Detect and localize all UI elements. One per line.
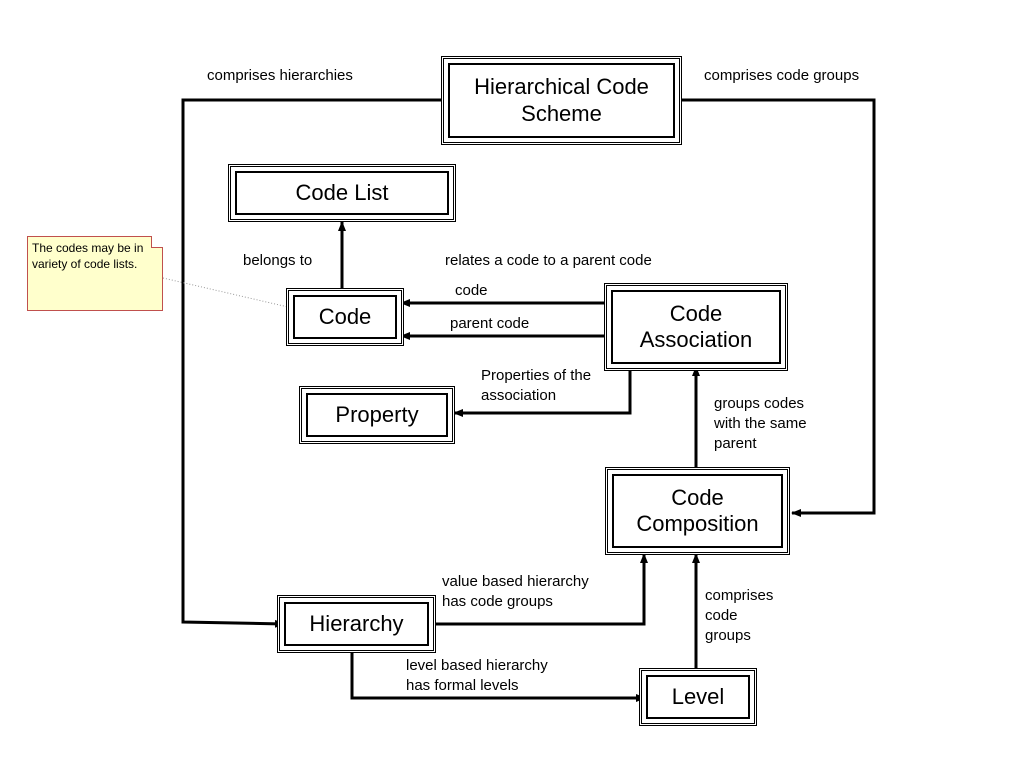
node-hierarchy: Hierarchy <box>277 595 436 653</box>
label-groups-codes: groups codes with the same parent <box>714 395 807 452</box>
edge-value-based <box>435 553 648 626</box>
label-belongs-to: belongs to <box>243 252 313 269</box>
node-label: Hierarchy <box>309 610 404 636</box>
label-comprises-code-groups-top: comprises code groups <box>704 67 860 84</box>
node-hierarchical-code-scheme: Hierarchical Code Scheme <box>441 56 682 145</box>
node-code-composition: Code Composition <box>605 467 790 555</box>
edge-level-based <box>350 652 646 702</box>
node-label: Code Association <box>639 300 753 352</box>
annotation-note: The codes may be in variety of code list… <box>27 236 163 311</box>
node-level: Level <box>639 668 757 726</box>
label-level-based-hierarchy: level based hierarchy has formal levels <box>406 657 548 694</box>
note-text: The codes may be in variety of code list… <box>32 241 144 271</box>
label-value-based-hierarchy: value based hierarchy has code groups <box>442 573 589 610</box>
note-fold-corner <box>151 236 163 248</box>
node-label: Hierarchical Code Scheme <box>474 74 649 126</box>
label-code: code <box>455 282 488 299</box>
label-properties-of-association: Properties of the association <box>481 367 592 404</box>
label-parent-code: parent code <box>450 315 530 332</box>
node-label: Code Composition <box>636 484 759 536</box>
node-label: Code <box>318 303 372 329</box>
note-connector <box>162 277 289 308</box>
node-code-association: Code Association <box>604 283 788 371</box>
edge-properties <box>453 370 632 417</box>
node-label: Code List <box>295 179 389 205</box>
node-label: Level <box>671 683 725 709</box>
label-relates-code-to-parent: relates a code to a parent code <box>445 252 652 269</box>
node-property: Property <box>299 386 455 444</box>
label-comprises-hierarchies: comprises hierarchies <box>207 67 353 84</box>
node-code: Code <box>286 288 404 346</box>
node-code-list: Code List <box>228 164 456 222</box>
edge-comprises-hierarchies <box>181 98 441 628</box>
node-label: Property <box>335 401 419 427</box>
label-comprises-code-groups-bottom: comprises code groups <box>705 587 774 644</box>
edge-comprises-code-groups-top <box>681 98 876 517</box>
